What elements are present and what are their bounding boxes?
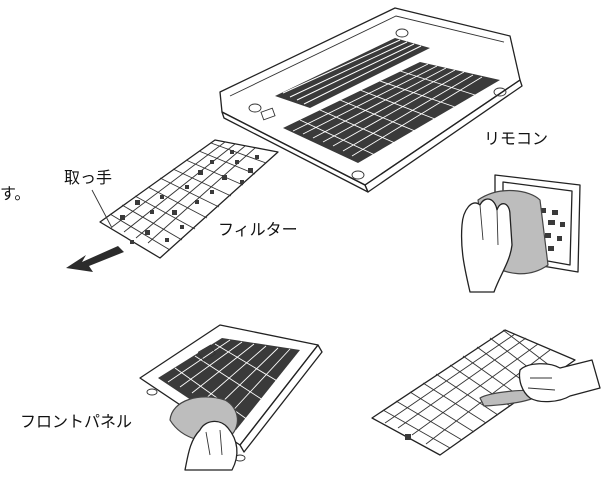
front-panel-drawing [139,324,323,462]
filter-drawing [91,139,279,259]
hand-wiping-front-panel [169,396,238,471]
front-panel-label: フロントパネル [20,412,133,431]
ceiling-unit [219,7,523,193]
handle-label: 取っ手 [64,168,113,187]
hand-wiping-remote [460,189,549,293]
pull-direction-arrow [66,246,124,272]
cutoff-text: す。 [0,184,31,203]
hand-with-brush [479,359,601,407]
filter-label: フィルター [218,220,298,239]
remote-label: リモコン [484,129,549,148]
